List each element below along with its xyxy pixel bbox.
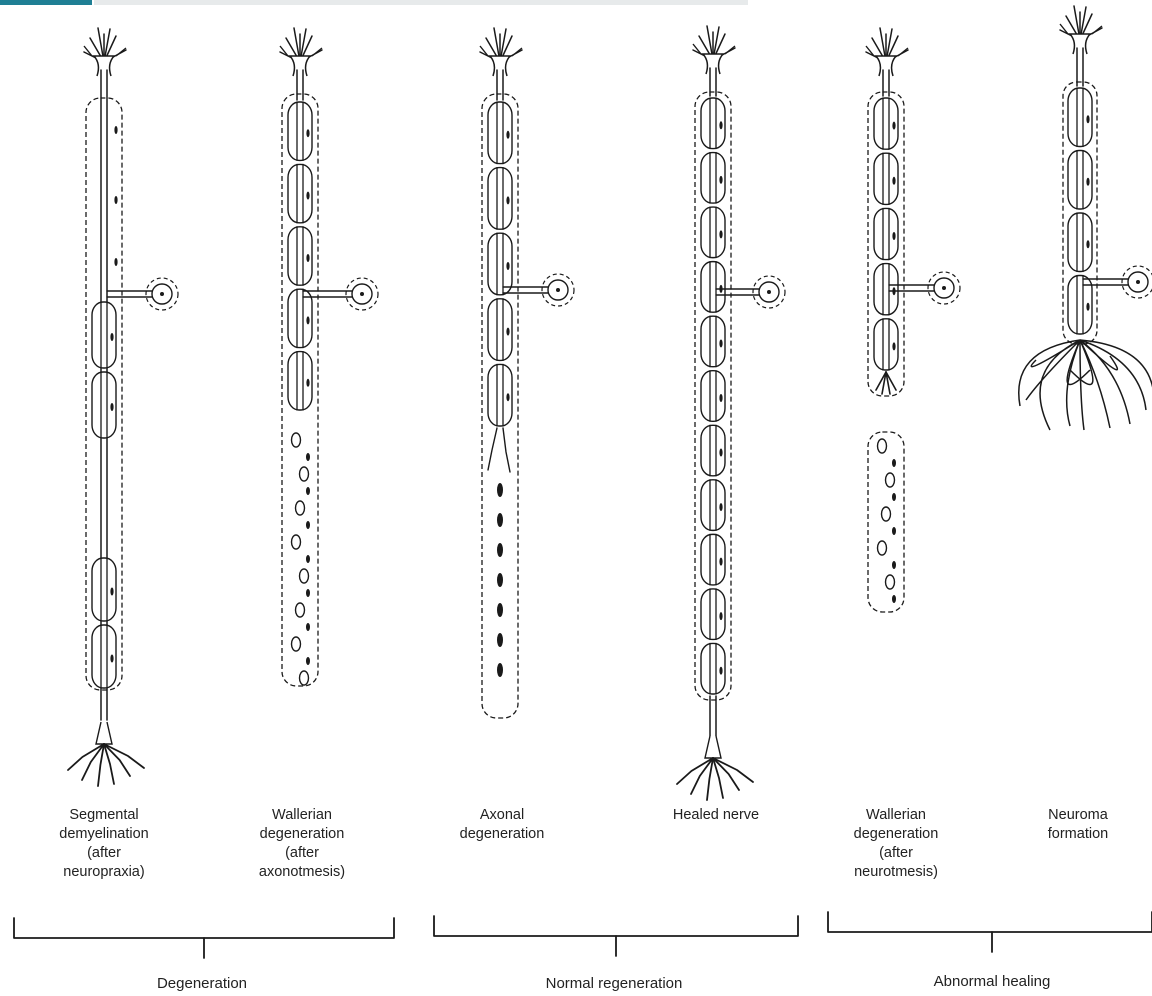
schwann-nucleus <box>114 196 117 204</box>
schwann-nucleus <box>306 316 309 324</box>
neuron-cell-body <box>280 28 322 76</box>
label-axonal-degeneration: Axonal degeneration <box>402 806 602 844</box>
schwann-nucleus <box>719 558 722 566</box>
group-label-normal-regeneration: Normal regeneration <box>464 975 764 992</box>
myelin-debris <box>306 555 310 563</box>
neuron-cell-body <box>1060 6 1102 54</box>
panel-axonal-degeneration <box>480 28 574 718</box>
myelin-debris <box>300 467 309 481</box>
neuron-cell-body <box>84 28 126 76</box>
schwann-nucleus <box>719 339 722 347</box>
label-segmental-demyelination: Segmental demyelination (after neuroprax… <box>4 806 204 882</box>
myelin-debris <box>300 671 309 685</box>
axon-terminal <box>68 722 144 786</box>
myelin-debris <box>306 657 310 665</box>
myelin-debris <box>292 535 301 549</box>
schwann-nucleus <box>1086 115 1089 123</box>
myelin-debris <box>878 439 887 453</box>
schwann-nucleus <box>497 573 503 587</box>
myelin-debris <box>878 541 887 555</box>
schwann-nucleus <box>506 328 509 336</box>
panel-wallerian-axonotmesis <box>280 28 378 686</box>
myelin-debris <box>296 501 305 515</box>
myelin-debris <box>306 487 310 495</box>
myelin-debris <box>292 433 301 447</box>
schwann-nucleus <box>719 667 722 675</box>
myelin-debris <box>300 569 309 583</box>
schwann-nucleus <box>506 393 509 401</box>
schwann-nucleus <box>114 258 117 266</box>
schwann-nucleus <box>110 588 113 596</box>
schwann-nucleus <box>110 403 113 411</box>
neuron-cell-body <box>693 26 735 74</box>
schwann-nucleus <box>719 176 722 184</box>
neuron-cell-body <box>480 28 522 76</box>
bracket-degeneration <box>14 918 394 958</box>
myelin-debris <box>306 453 310 461</box>
schwann-nucleus <box>506 262 509 270</box>
schwann-nucleus <box>719 121 722 129</box>
myelin-debris <box>296 603 305 617</box>
schwann-nucleus <box>306 129 309 137</box>
panel-wallerian-neurotmesis <box>866 28 960 612</box>
schwann-nucleus <box>1086 178 1089 186</box>
myelin-debris <box>892 493 896 501</box>
schwann-nucleus <box>306 379 309 387</box>
bracket-normal-regeneration <box>434 916 798 956</box>
schwann-nucleus <box>497 603 503 617</box>
neuroma-tangle <box>1019 340 1152 430</box>
schwann-nucleus <box>1086 303 1089 311</box>
schwann-nucleus <box>892 177 895 185</box>
schwann-nucleus <box>892 232 895 240</box>
schwann-nucleus <box>110 333 113 341</box>
schwann-nucleus <box>114 126 117 134</box>
myelin-debris <box>292 637 301 651</box>
schwann-nucleus <box>110 655 113 663</box>
schwann-nucleus <box>1086 240 1089 248</box>
myelin-debris <box>886 473 895 487</box>
myelin-debris <box>306 521 310 529</box>
schwann-nucleus <box>506 196 509 204</box>
group-label-abnormal-healing: Abnormal healing <box>842 973 1142 990</box>
myelin-debris <box>892 561 896 569</box>
schwann-nucleus <box>497 633 503 647</box>
label-neuroma-formation: Neuroma formation <box>988 806 1152 844</box>
schwann-nucleus <box>306 254 309 262</box>
schwann-nucleus <box>497 513 503 527</box>
schwann-nucleus <box>306 192 309 200</box>
myelin-debris <box>892 595 896 603</box>
schwann-nucleus <box>719 394 722 402</box>
group-label-degeneration: Degeneration <box>52 975 352 992</box>
schwann-nucleus <box>719 449 722 457</box>
schwann-nucleus <box>497 543 503 557</box>
schwann-nucleus <box>506 131 509 139</box>
myelin-debris <box>882 507 891 521</box>
schwann-nucleus <box>719 612 722 620</box>
schwann-nucleus <box>892 342 895 350</box>
schwann-nucleus <box>497 483 503 497</box>
myelin-debris <box>892 459 896 467</box>
neuron-cell-body <box>866 28 908 76</box>
axon-terminal <box>677 736 753 800</box>
schwann-nucleus <box>719 230 722 238</box>
label-wallerian-axonotmesis: Wallerian degeneration (after axonotmesi… <box>202 806 402 882</box>
schwann-nucleus <box>719 503 722 511</box>
bracket-abnormal-healing <box>828 912 1152 952</box>
label-wallerian-neurotmesis: Wallerian degeneration (after neurotmesi… <box>796 806 996 882</box>
panel-healed-nerve <box>677 26 785 800</box>
label-healed-nerve: Healed nerve <box>616 806 816 825</box>
schwann-nucleus <box>497 663 503 677</box>
schwann-nucleus <box>892 122 895 130</box>
panel-neuroma-formation <box>1019 6 1152 430</box>
myelin-debris <box>306 623 310 631</box>
myelin-debris <box>892 527 896 535</box>
myelin-debris <box>886 575 895 589</box>
panel-segmental-demyelination <box>68 28 178 786</box>
myelin-debris <box>306 589 310 597</box>
